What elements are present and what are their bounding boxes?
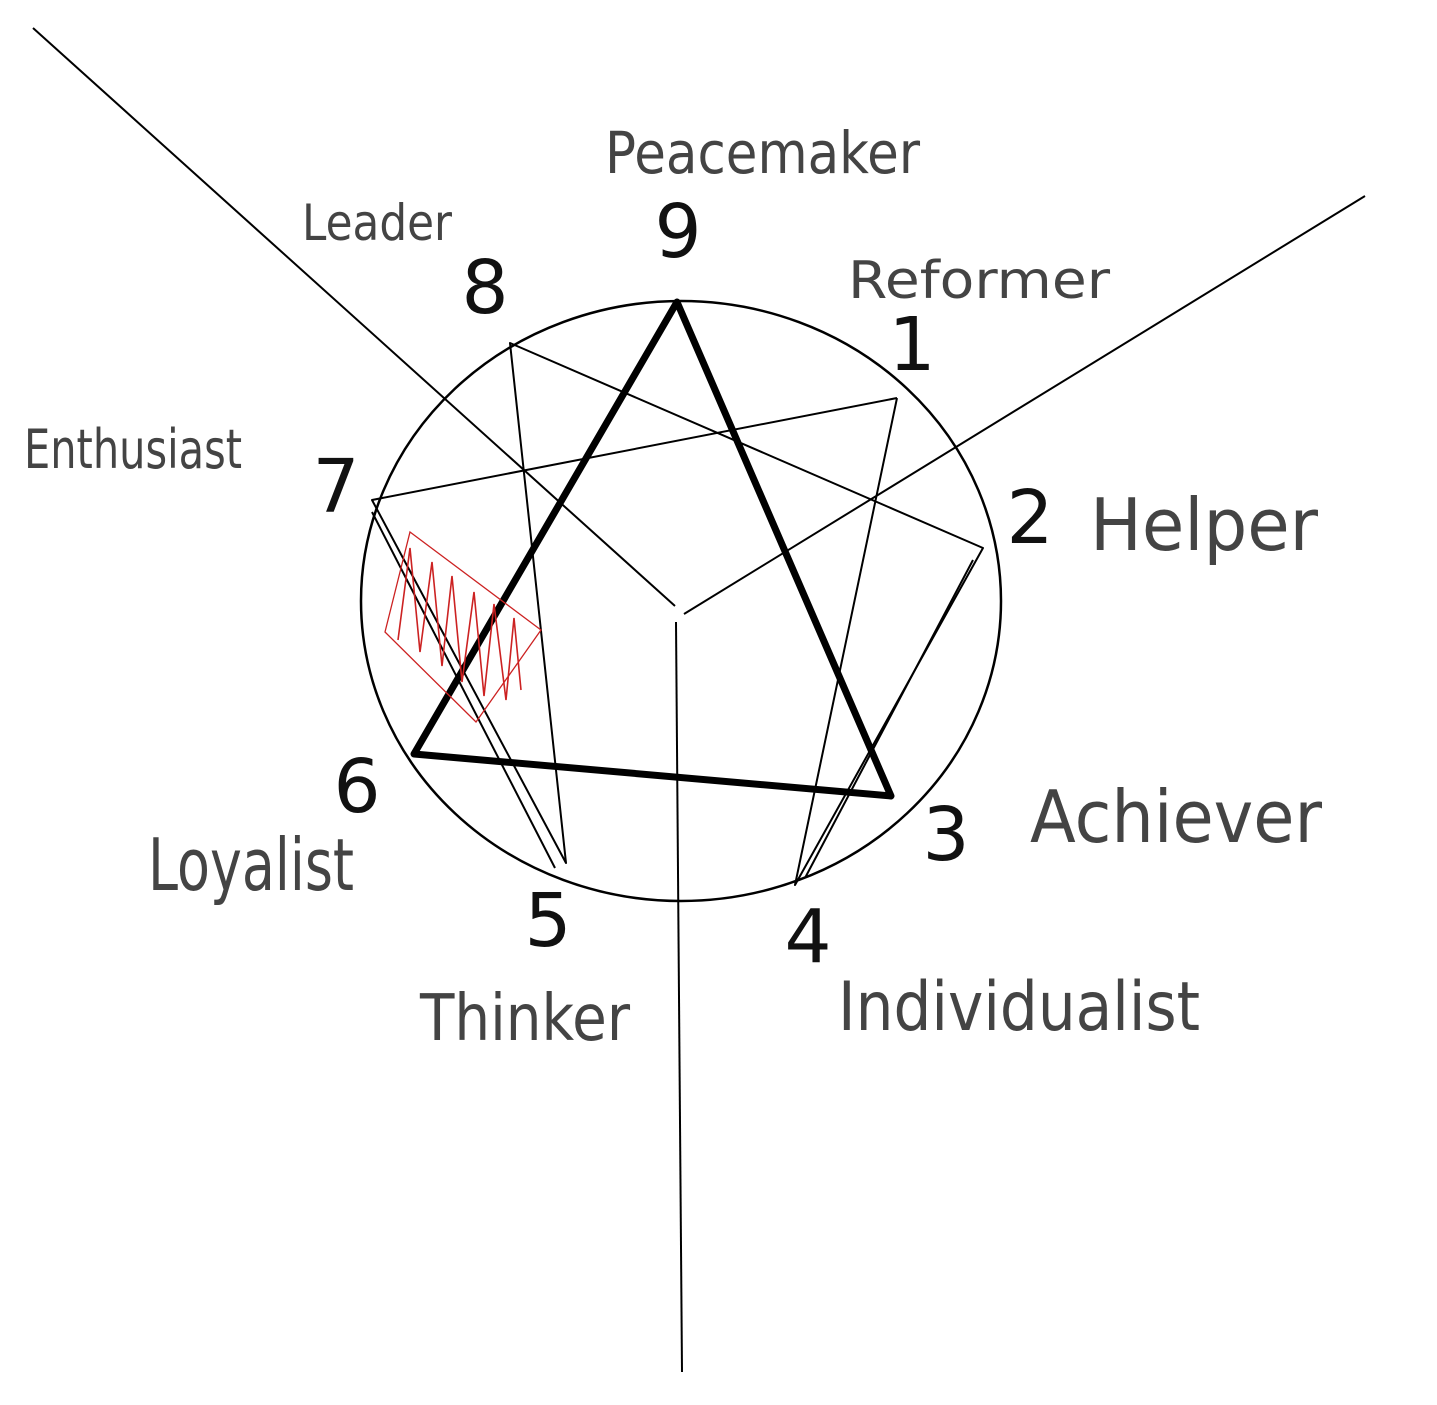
type-label-reformer: Reformer (848, 251, 1111, 311)
type-label-enthusiast: Enthusiast (24, 418, 242, 481)
inner-triangle (410, 298, 895, 800)
point-number-1: 1 (888, 302, 935, 388)
type-label-achiever: Achiever (1030, 775, 1322, 859)
point-number-2: 2 (1006, 475, 1053, 561)
point-number-8: 8 (461, 245, 508, 331)
divider-line-bottom (675, 621, 683, 1373)
type-label-peacemaker: Peacemaker (605, 119, 920, 187)
type-label-individualist: Individualist (838, 968, 1200, 1047)
point-number-6: 6 (333, 744, 380, 830)
point-number-3: 3 (922, 792, 969, 878)
divider-line-upper-right (683, 195, 1366, 615)
type-label-helper: Helper (1090, 483, 1318, 567)
type-label-thinker: Thinker (419, 982, 630, 1056)
point-number-7: 7 (312, 444, 359, 530)
type-label-loyalist: Loyalist (148, 823, 354, 907)
connector-7-6 (371, 511, 556, 869)
type-label-leader: Leader (302, 194, 452, 252)
red-highlight (384, 530, 542, 724)
point-number-5: 5 (524, 878, 571, 964)
connector-2-4 (804, 559, 974, 879)
enneagram-circle (359, 299, 1003, 903)
divider-line-upper-left (32, 27, 676, 607)
point-number-9: 9 (654, 189, 701, 275)
hexad-lines (371, 342, 984, 886)
point-number-4: 4 (784, 894, 831, 980)
